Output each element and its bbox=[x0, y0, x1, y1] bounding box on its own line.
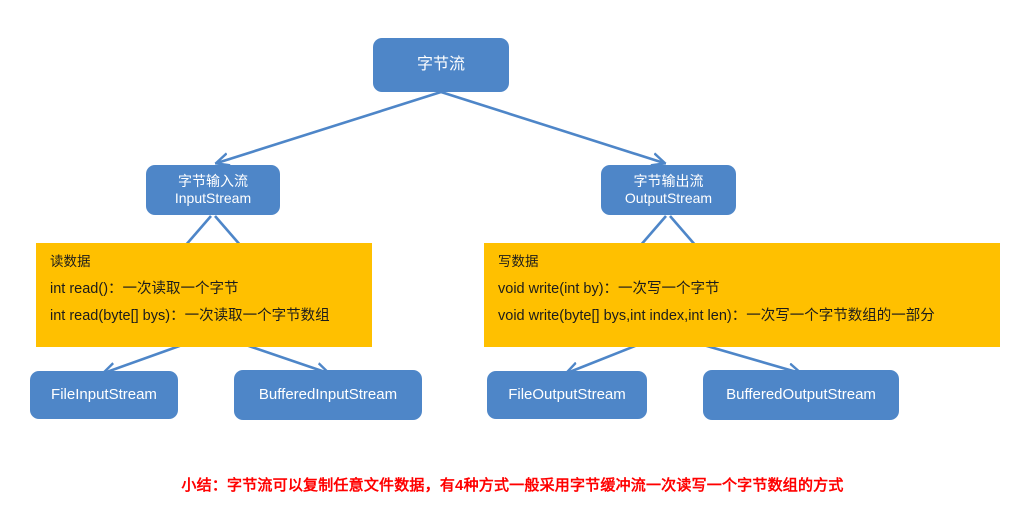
panel-write-data: 写数据 void write(int by)：一次写一个字节 void writ… bbox=[484, 243, 1000, 347]
node-input-stream-label-en: InputStream bbox=[174, 190, 252, 206]
node-output-stream-label-en: OutputStream bbox=[624, 190, 713, 206]
edge-inputstream-to-read-right bbox=[214, 215, 242, 247]
edge-write-to-fileoutputstream bbox=[567, 342, 641, 373]
node-output-stream-label-cn: 字节输出流 bbox=[633, 172, 704, 189]
node-byte-stream-label: 字节流 bbox=[416, 56, 465, 73]
edge-read-to-bufferedinputstream bbox=[242, 342, 328, 373]
edge-read-to-fileinputstream bbox=[104, 342, 186, 373]
panel-read-method-1: int read()：一次读取一个字节 bbox=[50, 280, 239, 297]
edge-write-to-bufferedoutputstream bbox=[699, 342, 800, 373]
panel-write-heading: 写数据 bbox=[498, 254, 539, 269]
panel-read-data: 读数据 int read()：一次读取一个字节 int read(byte[] … bbox=[36, 243, 372, 347]
panel-read-method-2: int read(byte[] bys)：一次读取一个字节数组 bbox=[50, 308, 330, 324]
edge-outputstream-to-write-left bbox=[639, 215, 667, 247]
node-file-input-stream[interactable]: FileInputStream bbox=[30, 371, 178, 419]
edge-outputstream-to-write-right bbox=[669, 215, 697, 247]
node-buffered-output-stream[interactable]: BufferedOutputStream bbox=[703, 370, 899, 420]
node-buffered-input-stream-label: BufferedInputStream bbox=[258, 385, 398, 403]
node-file-output-stream-label: FileOutputStream bbox=[508, 385, 626, 403]
panel-read-heading: 读数据 bbox=[50, 254, 91, 269]
panel-write-method-1: void write(int by)：一次写一个字节 bbox=[498, 280, 720, 297]
node-buffered-input-stream[interactable]: BufferedInputStream bbox=[234, 370, 422, 420]
node-file-output-stream[interactable]: FileOutputStream bbox=[487, 371, 647, 419]
node-output-stream[interactable]: 字节输出流 OutputStream bbox=[601, 165, 736, 215]
node-byte-stream[interactable]: 字节流 bbox=[373, 38, 509, 92]
node-input-stream[interactable]: 字节输入流 InputStream bbox=[146, 165, 280, 215]
node-file-input-stream-label: FileInputStream bbox=[51, 385, 157, 403]
summary-note: 小结：字节流可以复制任意文件数据，有4种方式一般采用字节缓冲流一次读写一个字节数… bbox=[181, 477, 844, 494]
edge-root-to-inputstream bbox=[217, 90, 442, 163]
edge-inputstream-to-read-left bbox=[184, 215, 212, 247]
node-input-stream-label-cn: 字节输入流 bbox=[178, 172, 248, 189]
panel-write-method-2: void write(byte[] bys,int index,int len)… bbox=[498, 308, 935, 324]
edge-root-to-outputstream bbox=[440, 90, 664, 163]
node-buffered-output-stream-label: BufferedOutputStream bbox=[726, 385, 876, 403]
